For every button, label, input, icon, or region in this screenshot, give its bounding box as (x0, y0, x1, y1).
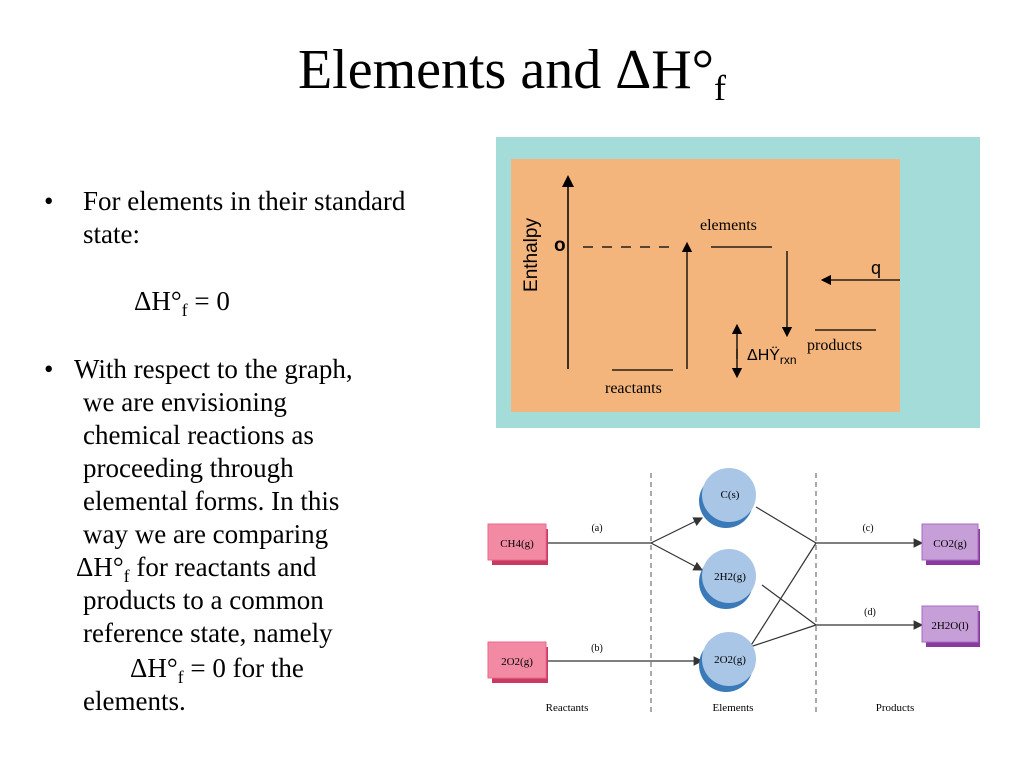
equation-1-post: = 0 (187, 286, 230, 316)
box-face (487, 641, 547, 679)
reactant-o2-box: 2O2(g) (487, 641, 548, 683)
enthalpy-diagram-lines (562, 175, 900, 379)
dh-sub: f (123, 566, 130, 586)
bullet-2-line: reference state, namely (83, 618, 333, 648)
reactant-ch4-label: CH4(g) (500, 538, 534, 550)
arrow-label-a: (a) (591, 523, 602, 534)
equation-2: ΔH°f = 0 for the (130, 652, 304, 694)
bullet-dot: • (44, 354, 54, 384)
bullet-2-line: way we are comparing (83, 519, 329, 549)
reactants-label: reactants (605, 380, 662, 397)
element-carbon-circle: C(s) (699, 468, 756, 528)
column-label-reactants: Reactants (546, 702, 589, 714)
equation-1-sub: f (181, 300, 188, 320)
dh-post: for reactants and (129, 552, 317, 582)
bullet-2-lines-2: products to a common reference state, na… (83, 584, 433, 650)
bullet-2-last-line: elements. (83, 686, 186, 716)
bullet-dot: • (44, 186, 54, 216)
equation-2-pre: ΔH° (130, 653, 178, 683)
slide-title: Elements and ΔH°f (0, 38, 1024, 120)
title-text: Elements and ΔH° (297, 39, 715, 101)
circle-face (702, 632, 756, 686)
dh-rxn-label: ΔHŸrxn (747, 347, 797, 367)
arrow-to-carbon (650, 517, 704, 544)
reactant-ch4-box: CH4(g) (487, 523, 548, 565)
element-carbon-label: C(s) (721, 489, 740, 501)
product-co2-box: CO2(g) (921, 523, 980, 565)
dh-rxn-text: ΔHŸ (747, 347, 780, 364)
product-co2-label: CO2(g) (933, 538, 967, 550)
zero-label: o (554, 235, 566, 256)
bullet-2-line: chemical reactions as (83, 420, 314, 450)
circle-face (702, 468, 756, 522)
equation-1-pre: ΔH° (134, 286, 182, 316)
hydrogen-to-junction (761, 584, 817, 626)
equation-1: ΔH°f = 0 (134, 285, 230, 327)
bullet-2-dh-line: ΔH°f for reactants and (76, 551, 316, 593)
element-hydrogen-circle: 2H2(g) (699, 549, 756, 609)
enthalpy-diagram-panel: Enthalpy o elements q products reactants… (496, 137, 980, 428)
bullet-2-first-line: With respect to the graph, (74, 354, 353, 384)
column-label-products: Products (876, 702, 915, 714)
bullet-2-line: we are envisioning (83, 387, 287, 417)
q-label: q (871, 258, 882, 278)
flow-arrows (548, 506, 924, 666)
products-label: products (807, 337, 863, 354)
oxygen-to-junction-c (749, 542, 817, 648)
arrow-label-d: (d) (864, 607, 876, 618)
element-oxygen-circle: 2O2(g) (699, 632, 756, 692)
reactant-o2-label: 2O2(g) (501, 656, 533, 668)
arrow-label-c: (c) (862, 523, 873, 534)
bullet-2-line: proceeding through (83, 453, 294, 483)
carbon-to-junction (755, 506, 817, 544)
product-h2o-label: 2H2O(l) (931, 620, 969, 632)
equation-2-sub: f (177, 667, 184, 687)
arrow-label-b: (b) (591, 643, 603, 654)
oxygen-to-junction-d (749, 624, 817, 648)
enthalpy-axis-label: Enthalpy (521, 218, 542, 292)
equation-2-post: = 0 for the (183, 653, 304, 683)
column-label-elements: Elements (713, 702, 754, 714)
element-oxygen-label: 2O2(g) (714, 654, 746, 666)
elements-label: elements (700, 217, 757, 234)
circle-face (702, 549, 756, 603)
bullet-1-text: For elements in their standard state: (83, 186, 406, 249)
element-hydrogen-label: 2H2(g) (714, 571, 746, 583)
box-face (921, 605, 979, 643)
product-h2o-box: 2H2O(l) (921, 605, 980, 647)
box-face (921, 523, 979, 561)
bullet-2-line: products to a common (83, 585, 324, 615)
dh-pre: ΔH° (76, 552, 124, 582)
enthalpy-diagram-inner: Enthalpy o elements q products reactants… (511, 159, 900, 412)
dh-rxn-sub: rxn (779, 353, 797, 368)
reaction-pathway-diagram: CH4(g) 2O2(g) C(s) 2H2(g) 2O2(g) CO2(g) … (487, 468, 980, 715)
box-face (487, 523, 547, 561)
title-subscript: f (714, 68, 727, 108)
arrow-to-hydrogen (650, 542, 704, 571)
bullet-2-line: elemental forms. In this (83, 486, 340, 516)
bullet-2-lines: we are envisioning chemical reactions as… (83, 386, 433, 551)
